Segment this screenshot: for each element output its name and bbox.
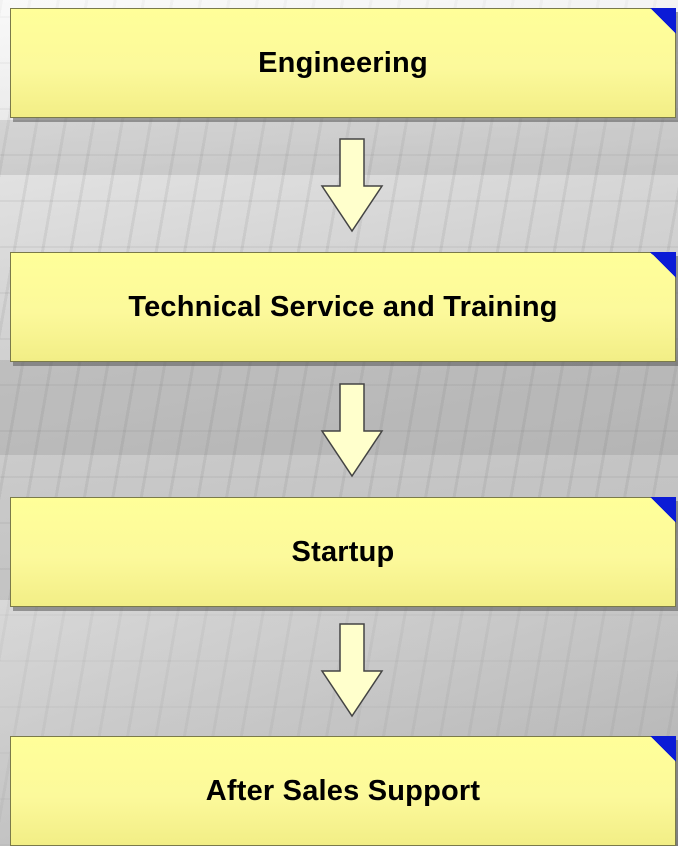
step-startup-box: Startup <box>10 497 676 607</box>
corner-accent <box>650 252 676 278</box>
corner-accent <box>650 8 676 34</box>
down-arrow-icon <box>320 138 384 233</box>
step-technical-service-box: Technical Service and Training <box>10 252 676 362</box>
step-label: After Sales Support <box>205 774 481 807</box>
step-label: Technical Service and Training <box>128 290 558 323</box>
step-after-sales-box: After Sales Support <box>10 736 676 846</box>
down-arrow-icon <box>320 623 384 718</box>
step-label: Startup <box>291 535 395 568</box>
down-arrow-icon <box>320 383 384 478</box>
step-label: Engineering <box>258 46 428 79</box>
corner-accent <box>650 497 676 523</box>
corner-accent <box>650 736 676 762</box>
process-flow: Engineering Technical Service and Traini… <box>10 8 678 846</box>
step-engineering-box: Engineering <box>10 8 676 118</box>
background-structure <box>0 120 678 175</box>
